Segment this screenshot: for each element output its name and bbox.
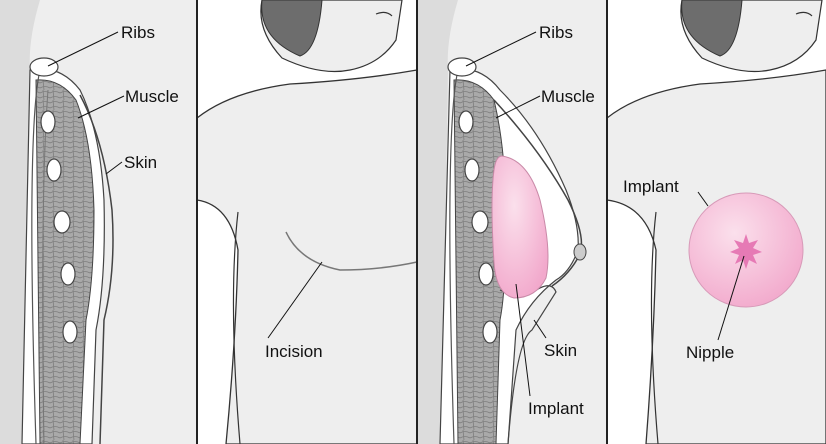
- rib: [47, 159, 61, 181]
- ribs-label: Ribs: [539, 23, 573, 42]
- muscle-label: Muscle: [541, 87, 595, 106]
- rib: [448, 58, 476, 76]
- rib: [483, 321, 497, 343]
- rib: [459, 111, 473, 133]
- incision-label: Incision: [265, 342, 323, 361]
- rib: [472, 211, 488, 233]
- rib: [41, 111, 55, 133]
- rib: [54, 211, 70, 233]
- implant-label: Implant: [623, 177, 679, 196]
- muscle-label: Muscle: [125, 87, 179, 106]
- rib: [479, 263, 493, 285]
- implant-label: Implant: [528, 399, 584, 418]
- rib: [63, 321, 77, 343]
- nipple-shape: [574, 244, 586, 260]
- nipple-label: Nipple: [686, 343, 734, 362]
- rib: [61, 263, 75, 285]
- panel-side-section-after: Ribs Muscle Skin Implant: [417, 0, 607, 444]
- panel-front-view-after: Implant Nipple: [607, 0, 826, 444]
- panel-side-section-before: Ribs Muscle Skin: [0, 0, 197, 444]
- rib: [30, 58, 58, 76]
- panel-front-view-before: Incision: [197, 0, 417, 444]
- rib: [465, 159, 479, 181]
- ribs-label: Ribs: [121, 23, 155, 42]
- skin-label: Skin: [124, 153, 157, 172]
- skin-label: Skin: [544, 341, 577, 360]
